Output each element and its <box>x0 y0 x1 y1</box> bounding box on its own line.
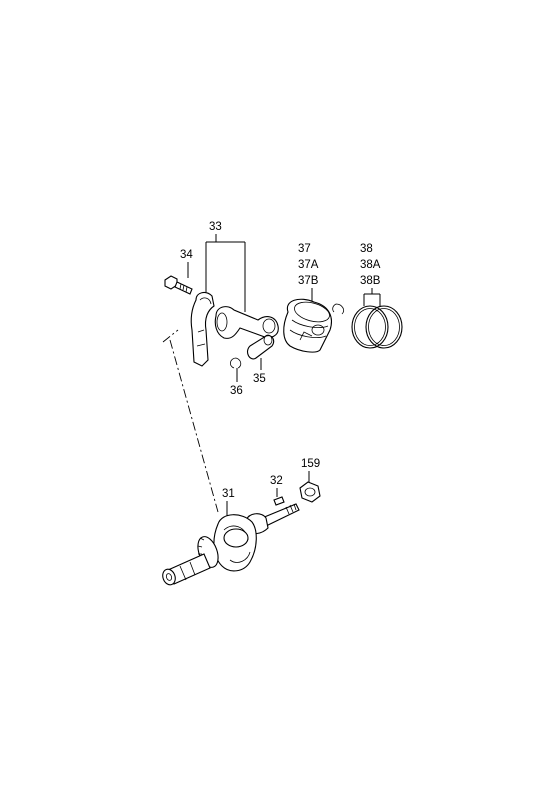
connecting-rod-part-33 <box>190 291 279 367</box>
label-159: 159 <box>301 458 320 470</box>
key-part-32 <box>273 496 285 506</box>
piston-part-37 <box>283 298 332 353</box>
crankshaft-part-31 <box>162 503 300 586</box>
circlip-part-36 <box>230 357 242 369</box>
piston-pin-part-35 <box>247 334 275 360</box>
leader-lines <box>187 234 381 518</box>
label-38a: 38A <box>360 259 381 271</box>
bolt-part-34 <box>164 275 193 295</box>
label-35: 35 <box>253 373 266 385</box>
label-36: 36 <box>230 385 243 397</box>
label-34: 34 <box>180 249 193 261</box>
label-32: 32 <box>270 475 283 487</box>
label-31: 31 <box>222 488 235 500</box>
piston-rings-part-38 <box>351 305 403 349</box>
label-37a: 37A <box>298 259 319 271</box>
label-33: 33 <box>209 221 222 233</box>
nut-part-159 <box>299 481 321 503</box>
label-37b: 37B <box>298 275 319 287</box>
label-38b: 38B <box>360 275 381 287</box>
label-37: 37 <box>298 243 311 255</box>
piston-circlip <box>332 303 344 315</box>
label-38: 38 <box>360 243 373 255</box>
assembly-centerline <box>162 329 219 513</box>
